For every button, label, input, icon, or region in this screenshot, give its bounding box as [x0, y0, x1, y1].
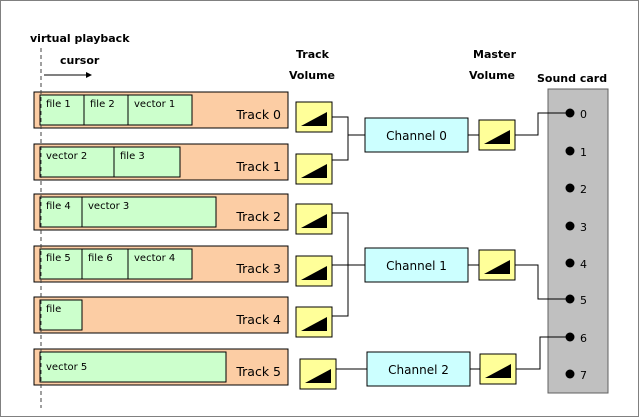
channel-box[interactable]	[364, 247, 469, 283]
track-volume-control[interactable]	[295, 306, 333, 338]
port-dot	[565, 369, 575, 379]
wire	[516, 336, 566, 370]
volume-ramp-icon	[484, 130, 510, 144]
track-row: vector 2 file 3 Track 1	[33, 143, 333, 185]
master-volume-control[interactable]	[478, 249, 516, 281]
volume-ramp-icon	[305, 369, 331, 383]
volume-ramp-icon	[301, 317, 327, 331]
clip-block[interactable]	[81, 248, 129, 280]
routing-wires	[332, 112, 566, 370]
wire	[515, 264, 566, 300]
clip-block[interactable]	[83, 94, 129, 126]
clip-label: file 3	[120, 151, 145, 162]
clip-label: file 6	[88, 253, 113, 264]
clip-block[interactable]	[39, 351, 227, 383]
track-row: vector 5 Track 5	[33, 348, 337, 390]
track-label: Track 0	[235, 107, 281, 122]
port-label: 6	[580, 332, 587, 345]
port-dot	[565, 183, 575, 193]
cursor-arrow-icon	[44, 72, 92, 78]
clip-block[interactable]	[39, 248, 83, 280]
track-label: Track 3	[235, 261, 281, 276]
track-volume-control[interactable]	[295, 203, 333, 235]
clip-label: vector 5	[46, 362, 87, 373]
channel-label: Channel 0	[386, 129, 447, 143]
sound-card	[547, 88, 609, 394]
clip-block[interactable]	[113, 146, 181, 178]
track-row: file 1 file 2 vector 1 Track 0	[33, 91, 333, 133]
master-volume-header-line1: Master	[473, 48, 517, 61]
port-dot	[565, 108, 575, 118]
master-volume-control[interactable]	[478, 119, 516, 151]
clip-block[interactable]	[127, 94, 193, 126]
master-volume-list	[478, 119, 517, 385]
volume-ramp-icon	[485, 364, 511, 378]
port-label: 5	[580, 294, 587, 307]
track-volume-control[interactable]	[295, 255, 333, 287]
track-row: file 4 vector 3 Track 2	[33, 193, 333, 235]
port-label: 4	[580, 258, 587, 271]
clip-label: file 2	[90, 99, 115, 110]
clip-label: vector 4	[134, 253, 175, 264]
volume-ramp-icon	[301, 266, 327, 280]
cursor-label-line1: virtual playback	[30, 32, 130, 45]
clip-block[interactable]	[39, 196, 83, 228]
track-label: Track 1	[235, 159, 281, 174]
track-label: Track 5	[235, 364, 281, 379]
clip-label: vector 3	[88, 201, 129, 212]
track-volume-control[interactable]	[299, 358, 337, 390]
clip-label: file	[46, 304, 61, 315]
channel-box[interactable]	[364, 117, 469, 153]
volume-ramp-icon	[301, 214, 327, 228]
port-label: 2	[580, 183, 587, 196]
port-dot	[565, 294, 575, 304]
clip-label: vector 1	[134, 99, 175, 110]
track-label: Track 4	[235, 312, 281, 327]
track-volume-header-line2: Volume	[289, 69, 335, 82]
volume-ramp-icon	[484, 260, 510, 274]
port-dot	[565, 146, 575, 156]
volume-ramp-icon	[301, 164, 327, 178]
clip-block[interactable]	[81, 196, 217, 228]
clip-label: file 1	[46, 99, 71, 110]
track-volume-header-line1: Track	[296, 48, 330, 61]
track-row: file 5 file 6 vector 4 Track 3	[33, 245, 333, 287]
master-volume-control[interactable]	[479, 353, 517, 385]
clip-block[interactable]	[39, 146, 115, 178]
clip-block[interactable]	[127, 248, 193, 280]
master-volume-header-line2: Volume	[469, 69, 515, 82]
wire	[515, 112, 566, 136]
track-label: Track 2	[235, 209, 281, 224]
port-label: 1	[580, 146, 587, 159]
track-list: file 1 file 2 vector 1 Track 0 vector 2 file …	[33, 91, 337, 390]
channel-label: Channel 2	[388, 363, 449, 377]
clip-label: vector 2	[46, 151, 87, 162]
channel-label: Channel 1	[386, 259, 447, 273]
volume-ramp-icon	[301, 112, 327, 126]
sound-card-ports: 0 1 2 3 4 5 6 7	[565, 108, 587, 382]
clip-label: file 4	[46, 201, 71, 212]
clip-label: file 5	[46, 253, 71, 264]
port-label: 0	[580, 108, 587, 121]
clip-block[interactable]	[39, 299, 83, 331]
clip-block[interactable]	[39, 94, 85, 126]
track-volume-control[interactable]	[295, 153, 333, 185]
port-label: 3	[580, 221, 587, 234]
port-label: 7	[580, 369, 587, 382]
track-volume-control[interactable]	[295, 101, 333, 133]
wire	[332, 135, 349, 161]
port-dot	[565, 221, 575, 231]
wire	[332, 116, 365, 136]
port-dot	[565, 258, 575, 268]
sound-card-header: Sound card	[537, 72, 607, 85]
channel-list: Channel 0 Channel 1 Channel 2	[364, 117, 471, 387]
cursor-label-line2: cursor	[60, 54, 100, 67]
port-dot	[565, 332, 575, 342]
channel-box[interactable]	[366, 351, 471, 387]
